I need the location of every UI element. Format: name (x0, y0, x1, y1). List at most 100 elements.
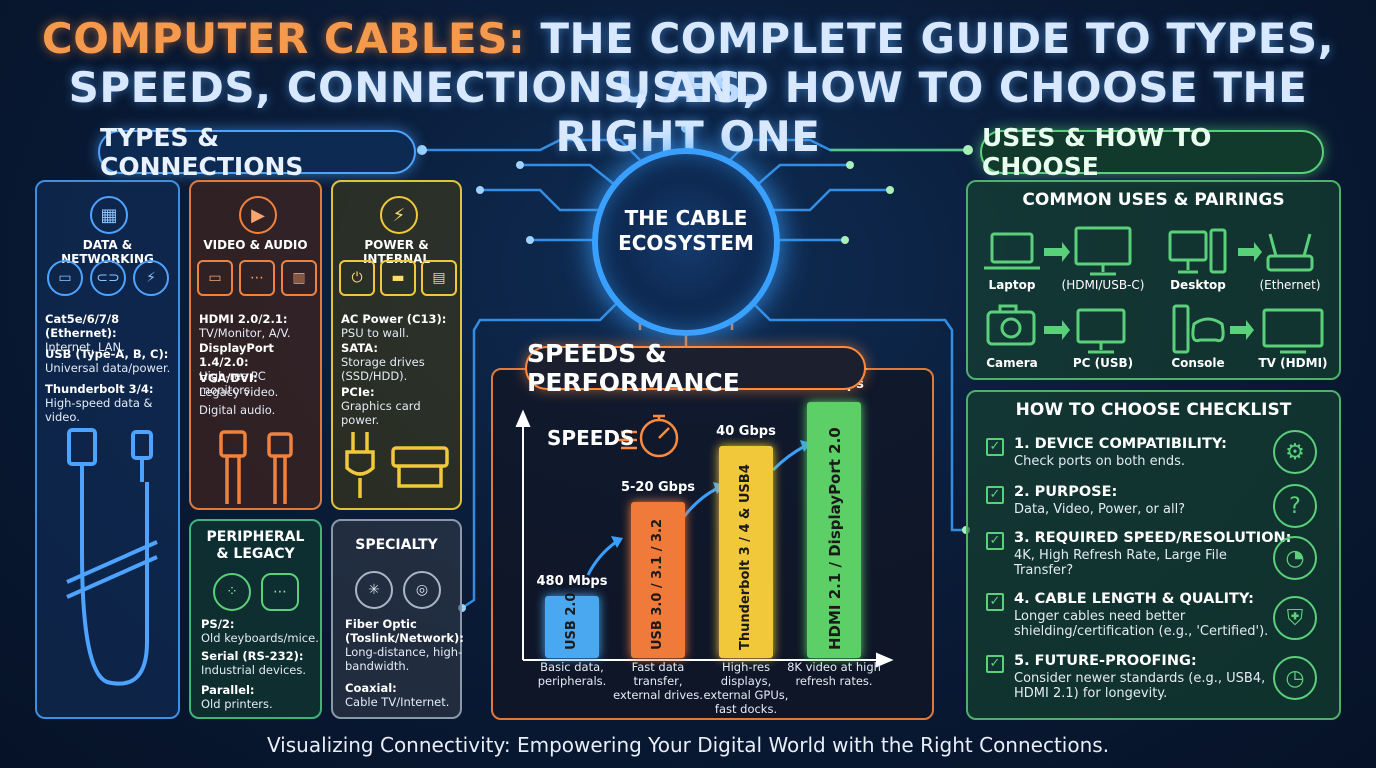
displayport-entry: DisplayPort 1.4/2.0:High-res PC monitors… (199, 341, 274, 397)
checklist-heading: 1. DEVICE COMPATIBILITY: (1014, 436, 1227, 452)
types-connections-heading: TYPES & CONNECTIONS (98, 123, 416, 181)
video-audio-card: ▶ VIDEO & AUDIO ▭ ⋯ ▥ HDMI 2.0/2.1:TV/Mo… (189, 180, 322, 510)
data-networking-card: ▦ DATA & NETWORKING ▭ ⊂⊃ ⚡ Cat5e/6/7/8 (… (35, 180, 180, 719)
speed-use-caption: High-res displays, external GPUs, fast d… (703, 660, 789, 716)
coaxial-icon: ◎ (403, 571, 441, 609)
checkbox-icon: ✓ (986, 438, 1004, 456)
dvi-port-icon: ▥ (281, 260, 317, 296)
ethernet-usb-cable-illustration (66, 428, 158, 686)
clock-icon: ◷ (1273, 656, 1317, 700)
coaxial-entry: Coaxial:Cable TV/Internet. (345, 681, 450, 709)
checklist-desc: Data, Video, Power, or all? (1014, 502, 1186, 517)
usb-a-port-icon: ▭ (47, 260, 83, 296)
checklist-heading: 3. REQUIRED SPEED/RESOLUTION: (1014, 530, 1292, 546)
checklist-heading: 4. CABLE LENGTH & QUALITY: (1014, 591, 1254, 607)
speed-value-label: 40 Gbps (716, 424, 776, 439)
speed-value-label: 480 Mbps (536, 574, 608, 589)
card-title: COMMON USES & PAIRINGS (1022, 190, 1285, 210)
thunderbolt-entry: Thunderbolt 3/4:High-speed data & video. (45, 382, 154, 424)
usb-entry: USB (Type-A, B, C):Universal data/power. (45, 347, 171, 375)
specialty-card: SPECIALTY ✳ ◎ Fiber Optic (Toslink/Netwo… (331, 519, 464, 719)
card-title: DATA & NETWORKING (61, 238, 154, 266)
usb-c-port-icon: ⊂⊃ (90, 260, 126, 296)
video-cable-illustration (219, 430, 293, 504)
console-label: Console (1171, 356, 1225, 370)
hdmi-entry: HDMI 2.0/2.1:TV/Monitor, A/V. (199, 312, 291, 340)
peripheral-legacy-card: PERIPHERAL& LEGACY ⁘ ⋯ PS/2:Old keyboard… (189, 519, 322, 719)
speed-value-label: 5-20 Gbps (620, 480, 696, 495)
ruler-shield-icon: ⛨ (1273, 596, 1317, 640)
question-cloud-icon: ? (1273, 484, 1317, 528)
fiber-optic-entry: Fiber Optic (Toslink/Network):Long-dista… (345, 617, 464, 673)
thunderbolt-icon: ⚡ (133, 260, 169, 296)
ps2-port-icon: ⁘ (213, 573, 251, 611)
serial-entry: Serial (RS-232):Industrial devices. (201, 649, 307, 677)
power-cable-illustration (345, 432, 449, 498)
hdmi-port-icon: ▭ (197, 260, 233, 296)
checkbox-icon: ✓ (986, 655, 1004, 673)
pc-usb-label: PC (USB) (1072, 356, 1134, 370)
fiber-optic-icon: ✳ (355, 571, 393, 609)
speedometer-icon: ◔ (1273, 536, 1317, 580)
checklist-desc: Check ports on both ends. (1014, 454, 1186, 469)
desktop-label: Desktop (1170, 278, 1226, 292)
sata-port-icon: ▬ (380, 260, 416, 296)
vga-port-icon: ⋯ (239, 260, 275, 296)
speed-bar (631, 502, 685, 658)
checklist-heading: 5. FUTURE-PROOFING: (1014, 653, 1197, 669)
hub-line-2: ECOSYSTEM (618, 231, 754, 255)
digital-audio-entry: Digital audio. (199, 403, 276, 417)
power-plug-icon: ⏻ (339, 260, 375, 296)
gears-icon: ⚙ (1273, 430, 1317, 474)
ethernet-port-icon: ▦ (90, 196, 128, 234)
common-uses-card: COMMON USES & PAIRINGS Laptop (966, 180, 1341, 380)
lightning-bolt-icon: ⚡ (380, 196, 418, 234)
ethernet-entry: Cat5e/6/7/8 (Ethernet):Internet, LAN. (45, 312, 125, 354)
speeds-label: SPEEDS (547, 426, 635, 450)
speeds-performance-heading: SPEEDS & PERFORMANCE (525, 339, 866, 397)
laptop-label: Laptop (988, 278, 1036, 292)
speed-bar (545, 596, 599, 658)
checklist-heading: 2. PURPOSE: (1014, 484, 1118, 500)
device-pairing-icons (984, 226, 1324, 354)
ps2-entry: PS/2:Old keyboards/mice. (201, 617, 319, 645)
ethernet-label: (Ethernet) (1259, 278, 1321, 292)
uses-how-to-choose-heading: USES & HOW TO CHOOSE (980, 123, 1324, 181)
camera-label: Camera (986, 356, 1038, 370)
title-highlight: COMPUTER CABLES: (41, 14, 526, 63)
footer-tagline: Visualizing Connectivity: Empowering You… (266, 733, 1110, 757)
hub-line-1: THE CABLE (624, 206, 748, 230)
speed-bar-label: USB 2.0 (564, 592, 579, 650)
checkbox-icon: ✓ (986, 532, 1004, 550)
checkbox-icon: ✓ (986, 486, 1004, 504)
speed-bar-label: HDMI 2.1 / DisplayPort 2.0 (826, 427, 844, 650)
pcie-entry: PCIe:Graphics card power. (341, 385, 421, 427)
speed-chart-axes (515, 409, 894, 668)
tv-hdmi-label: TV (HDMI) (1258, 356, 1328, 370)
speed-use-caption: 8K video at high refresh rates. (787, 660, 881, 688)
card-title: SPECIALTY (355, 537, 438, 553)
vga-dvi-entry: VGA/DVI:Legacy video. (199, 371, 279, 399)
speed-bar-label: USB 3.0 / 3.1 / 3.2 (650, 518, 665, 650)
power-internal-card: ⚡ POWER & INTERNAL ⏻ ▬ ▤ AC Power (C13):… (331, 180, 462, 510)
serial-port-icon: ⋯ (261, 573, 299, 611)
how-to-choose-checklist-card: HOW TO CHOOSE CHECKLIST ✓ 1. DEVICE COMP… (966, 390, 1341, 720)
sata-entry: SATA:Storage drives (SSD/HDD). (341, 341, 425, 383)
ac-power-entry: AC Power (C13):PSU to wall. (341, 312, 447, 340)
checklist-desc: Longer cables need better shielding/cert… (1014, 609, 1269, 639)
parallel-entry: Parallel:Old printers. (201, 683, 273, 711)
card-title: HOW TO CHOOSE CHECKLIST (1015, 400, 1292, 420)
card-title: PERIPHERAL& LEGACY (191, 529, 320, 563)
speed-use-caption: Fast data transfer, external drives. (613, 660, 703, 702)
hdmi-usbc-label: (HDMI/USB-C) (1061, 278, 1145, 292)
pcie-port-icon: ▤ (421, 260, 457, 296)
card-title: VIDEO & AUDIO (203, 238, 308, 252)
card-title-line-1: PERIPHERAL (206, 529, 305, 545)
speed-bar (807, 402, 861, 658)
monitor-play-icon: ▶ (239, 196, 277, 234)
speed-use-caption: Basic data, peripherals. (537, 660, 607, 688)
speed-bar (719, 446, 773, 658)
page-title-line-1: COMPUTER CABLES: THE COMPLETE GUIDE TO T… (0, 14, 1376, 112)
